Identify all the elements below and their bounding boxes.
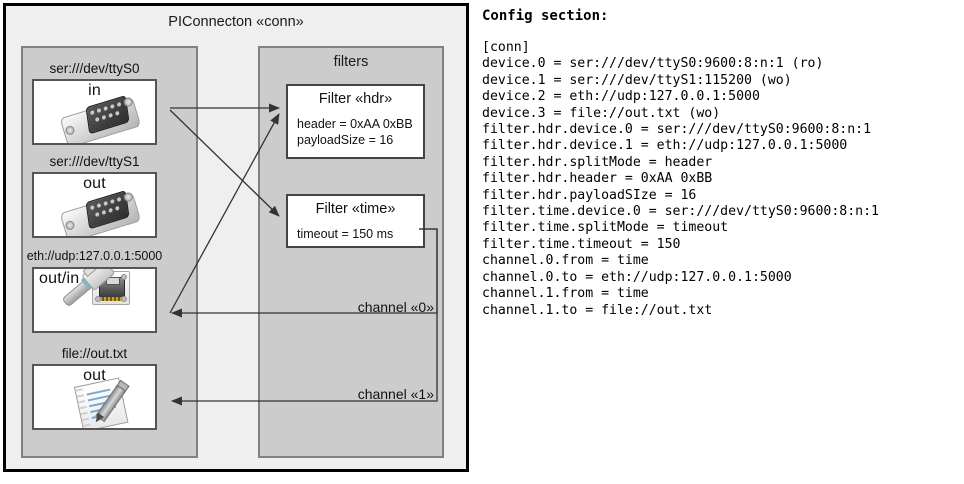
- filter-property: header = 0xAA 0xBB: [297, 117, 413, 131]
- channel-0-label: channel «0»: [357, 299, 434, 315]
- device-direction-label: in: [88, 82, 101, 99]
- serial-db9-connector-icon: [34, 174, 155, 236]
- device-direction-label: out: [83, 175, 106, 192]
- device-direction-label: out: [83, 367, 106, 384]
- device-box[interactable]: out: [32, 364, 157, 430]
- filter-hdr-box[interactable]: Filter «hdr» header = 0xAA 0xBB payloadS…: [286, 84, 425, 159]
- config-section: Config section: [conn] device.0 = ser://…: [482, 8, 960, 319]
- device-direction-label: out/in: [39, 270, 80, 287]
- diagram-frame: PIConnecton «conn» filters ser:///dev/tt…: [3, 3, 469, 472]
- serial-db9-connector-icon: [34, 81, 155, 143]
- filter-properties: header = 0xAA 0xBB payloadSize = 16: [297, 116, 413, 148]
- device-box[interactable]: in: [32, 79, 157, 145]
- device-label: eth://udp:127.0.0.1:5000: [26, 249, 163, 263]
- channel-1-label: channel «1»: [357, 386, 434, 402]
- device-label: ser:///dev/ttyS0: [49, 61, 140, 76]
- diagram-title: PIConnecton «conn»: [168, 14, 304, 30]
- ethernet-rj45-icon: [34, 269, 155, 331]
- device-label: ser:///dev/ttyS1: [49, 154, 140, 169]
- notepad-pencil-icon: [34, 366, 155, 428]
- filter-property: timeout = 150 ms: [297, 227, 394, 241]
- filters-panel-title: filters: [333, 54, 369, 70]
- filter-time-box[interactable]: Filter «time» timeout = 150 ms: [286, 194, 425, 248]
- filter-property: payloadSize = 16: [297, 133, 394, 147]
- filter-title: Filter «time»: [315, 201, 396, 217]
- device-label: file://out.txt: [61, 346, 128, 361]
- config-section-text: [conn] device.0 = ser:///dev/ttyS0:9600:…: [482, 40, 879, 318]
- config-section-heading: Config section:: [482, 8, 609, 24]
- filter-properties: timeout = 150 ms: [297, 226, 393, 242]
- filter-title: Filter «hdr»: [318, 91, 393, 107]
- device-box[interactable]: out/in: [32, 267, 157, 333]
- device-box[interactable]: out: [32, 172, 157, 238]
